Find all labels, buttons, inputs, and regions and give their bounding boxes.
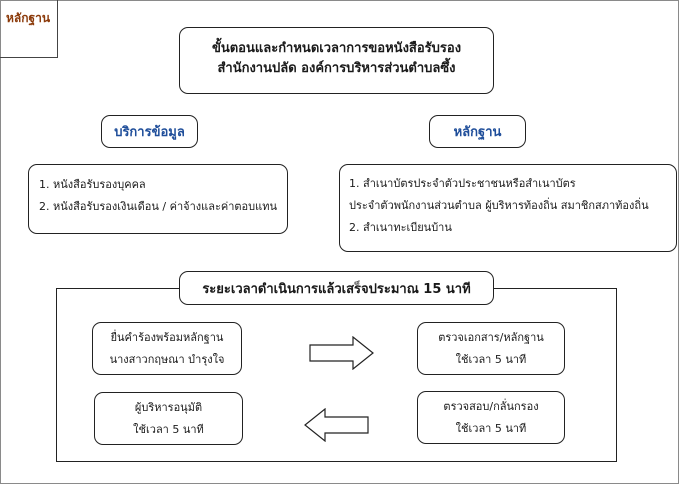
step-line: ตรวจสอบ/กลั่นกรอง [443,399,539,413]
step-line: ยื่นคำร้องพร้อมหลักฐาน [110,330,224,344]
services-list: 1. หนังสือรับรองบุคคล 2. หนังสือรับรองเง… [28,164,288,234]
step-line: ใช้เวลา 5 นาที [455,352,527,366]
evidence-list: 1. สำเนาบัตรประจำตัวประชาชนหรือสำเนาบัตร… [339,164,677,252]
evidence-item: ประจำตัวพนักงานส่วนตำบล ผู้บริหารท้องถิ่… [349,199,649,212]
step-line: ผู้บริหารอนุมัติ [134,400,203,414]
step-line: ตรวจเอกสาร/หลักฐาน [438,330,544,344]
evidence-item: 2. สำเนาทะเบียนบ้าน [349,221,452,234]
step-review: ตรวจสอบ/กลั่นกรอง ใช้เวลา 5 นาที [417,391,565,444]
services-item: 1. หนังสือรับรองบุคคล [39,178,146,191]
step-line: ใช้เวลา 5 นาที [455,421,527,435]
duration-label: ระยะเวลาดำเนินการแล้วเสร็จประมาณ 15 นาที [179,271,494,305]
services-item: 2. หนังสือรับรองเงินเดือน / ค่าจ้างและค่… [39,200,278,213]
arrow-right-icon [309,336,374,370]
title-line-1: ขั้นตอนและกำหนดเวลาการขอหนังสือรับรอง [211,41,462,56]
step-check-documents: ตรวจเอกสาร/หลักฐาน ใช้เวลา 5 นาที [417,322,565,375]
evidence-tag: หลักฐาน [0,0,58,58]
step-line: ใช้เวลา 5 นาที [133,422,204,436]
title-line-2: สำนักงานปลัด องค์การบริหารส่วนตำบลซึ้ง [217,61,456,76]
evidence-tag-label: หลักฐาน [6,11,51,25]
step-executive-approval: ผู้บริหารอนุมัติ ใช้เวลา 5 นาที [94,392,243,445]
arrow-left-icon [304,408,369,442]
step-line: นางสาวกฤษณา บำรุงใจ [109,352,225,366]
title-box: ขั้นตอนและกำหนดเวลาการขอหนังสือรับรอง สำ… [179,27,494,94]
evidence-heading: หลักฐาน [429,115,526,148]
services-heading: บริการข้อมูล [101,115,198,148]
evidence-item: 1. สำเนาบัตรประจำตัวประชาชนหรือสำเนาบัตร [349,177,576,190]
step-submit-request: ยื่นคำร้องพร้อมหลักฐาน นางสาวกฤษณา บำรุง… [92,322,242,375]
